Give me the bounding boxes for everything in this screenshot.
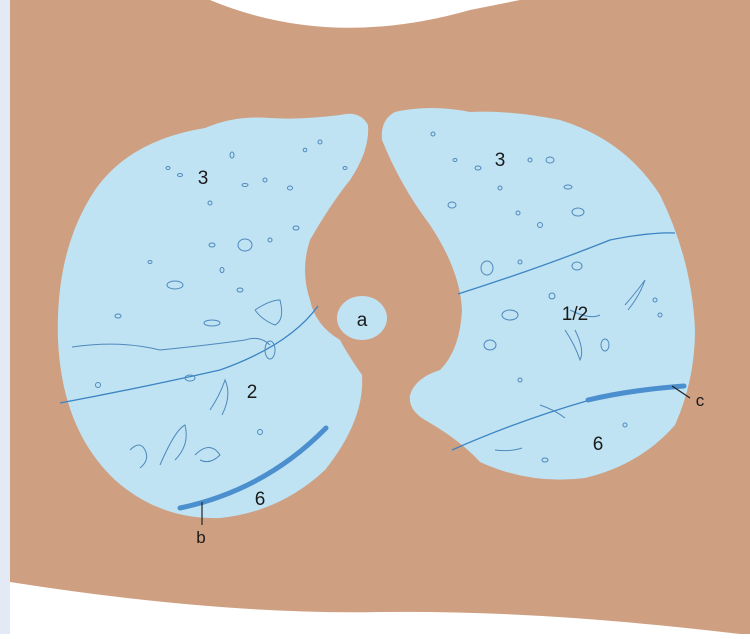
- label-left-lower-lobe: 6: [593, 434, 604, 455]
- label-left-upper-lobe: 3: [495, 150, 506, 171]
- label-trachea: a: [357, 310, 368, 331]
- label-left-lingula: 1/2: [562, 304, 588, 325]
- left-margin-strip: [0, 0, 10, 634]
- label-right-upper-lobe: 3: [198, 168, 209, 189]
- label-right-lower-lobe: 6: [255, 489, 266, 510]
- label-pointer-b: b: [196, 528, 205, 547]
- label-right-middle-lobe: 2: [247, 382, 258, 403]
- label-pointer-c: c: [696, 391, 705, 410]
